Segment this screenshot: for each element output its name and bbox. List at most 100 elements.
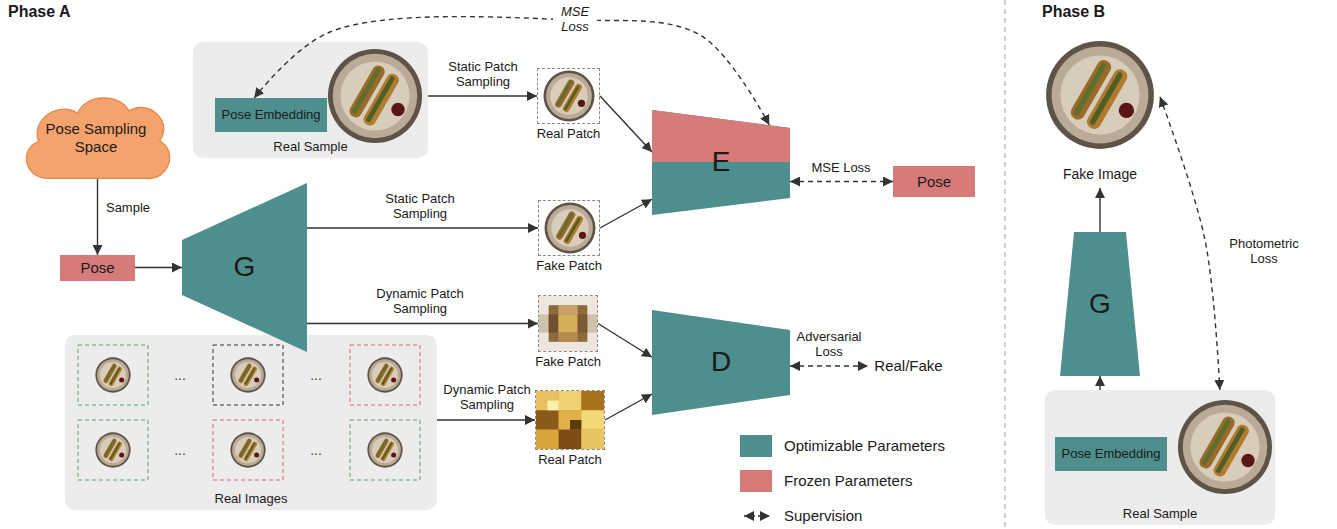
thumbnail-image [95, 357, 130, 392]
node-label: Pose Embedding [1061, 447, 1160, 462]
supervision-arrow [254, 17, 769, 125]
flow-arrow [605, 394, 652, 420]
connector-label: Static Patch Sampling [372, 192, 468, 222]
phase-divider [1004, 0, 1005, 529]
pixel-patch-image [536, 391, 604, 449]
connector-label: MSE Loss [553, 5, 597, 35]
real-sample-panel: Pose EmbeddingReal Sample [193, 42, 428, 158]
real-patch: Real Patch [537, 68, 600, 124]
node-label: Fake Image [1063, 166, 1137, 182]
supervision-arrow [790, 181, 893, 182]
flow-arrow [135, 267, 182, 268]
real-sample-panel: Pose EmbeddingReal Sample [1045, 390, 1275, 525]
connector-label: Photometric Loss [1227, 237, 1300, 267]
node-label: Real Patch [537, 127, 601, 142]
block-letter: E [712, 146, 731, 178]
thumbnail-frame [350, 345, 420, 405]
pose-embedding-box: Pose Embedding [1055, 437, 1167, 471]
node-label: Real Sample [1123, 507, 1197, 522]
food-plate-image [328, 49, 422, 143]
flow-arrow [1099, 188, 1100, 232]
block-letter: G [1089, 288, 1111, 320]
connector-label: Dynamic Patch Sampling [372, 287, 468, 317]
flow-arrow [307, 227, 538, 228]
legend-entry: Frozen Parameters [740, 469, 912, 493]
connector-label: MSE Loss [809, 161, 872, 176]
pose-embedding-box: Pose Embedding [215, 98, 327, 132]
flow-arrow [97, 179, 98, 255]
generator-block: G [182, 183, 307, 352]
panel-ground [1045, 390, 1275, 525]
legend-text: Supervision [784, 507, 862, 524]
pose-box: Pose [893, 166, 975, 197]
flow-arrow [307, 323, 538, 324]
pose-sampling-cloud: Pose Sampling Space [18, 90, 174, 185]
thumbnail-frame [78, 345, 148, 405]
flow-arrow [600, 199, 652, 228]
connector-label: Dynamic Patch Sampling [439, 383, 535, 413]
node-label: Real Sample [273, 140, 347, 155]
trapezoid-fill [182, 183, 307, 352]
thumbnail-image [367, 432, 402, 467]
phase-heading: Phase A [8, 3, 71, 21]
flow-arrow [428, 95, 537, 96]
fake-image: Fake Image [1040, 36, 1160, 188]
node-label: Pose Sampling Space [40, 120, 152, 155]
node-label: Pose [917, 173, 951, 190]
thumbnail-image [367, 357, 402, 392]
legend-text: Frozen Parameters [784, 472, 912, 489]
legend-text: Optimizable Parameters [784, 437, 945, 454]
flow-arrow [437, 419, 535, 420]
flow-arrow [600, 96, 652, 152]
encoder-block: E [652, 110, 790, 215]
node-label: Fake Patch [536, 259, 602, 274]
connector-label: Sample [104, 201, 152, 216]
thumbnail-image [230, 357, 265, 392]
trapezoid-fill [652, 310, 790, 415]
node-label: Pose Embedding [221, 108, 320, 123]
legend-swatch [740, 435, 772, 457]
food-plate-image [1178, 400, 1272, 494]
connector-label: Adversarial Loss [791, 330, 867, 360]
pixel-patch-image [539, 296, 597, 351]
flow-arrow [598, 324, 652, 358]
supervision-arrow [1160, 97, 1220, 390]
flow-arrow [1099, 376, 1100, 390]
trapezoid-fill [652, 110, 790, 215]
trapezoid-fill [1060, 232, 1140, 376]
supervision-arrow [790, 365, 868, 366]
phase-heading: Phase B [1042, 3, 1105, 21]
thumbnail-image [230, 432, 265, 467]
thumbnail-image [95, 432, 130, 467]
legend-swatch [740, 470, 772, 492]
real-image-thumbnails [78, 345, 420, 480]
legend-line-sample [740, 509, 774, 523]
ellipsis-mark: ... [174, 442, 186, 458]
real-images-panel: Real Images [65, 335, 437, 510]
thumbnail-frame [78, 420, 148, 480]
panel-ground [65, 335, 437, 510]
output-label: Real/Fake [868, 353, 949, 379]
fake-patch: Fake Patch [538, 295, 598, 352]
ellipsis-mark: ... [310, 442, 322, 458]
thumbnail-frame [213, 420, 283, 480]
food-plate-image [544, 71, 595, 122]
ellipsis-mark: ... [174, 367, 186, 383]
pose-box: Pose [60, 255, 135, 281]
thumbnail-frame [350, 420, 420, 480]
block-letter: G [234, 251, 256, 283]
node-label: Real Patch [538, 453, 602, 468]
ellipsis-mark: ... [310, 367, 322, 383]
food-plate-image [1046, 41, 1154, 149]
legend-entry: Optimizable Parameters [740, 434, 945, 458]
food-plate-image [545, 203, 596, 254]
discriminator-block: D [652, 310, 790, 415]
block-letter: D [711, 346, 731, 378]
node-label: Real/Fake [874, 357, 942, 374]
fake-patch: Fake Patch [538, 200, 600, 256]
cloud-outline [26, 98, 169, 178]
connector-label: Static Patch Sampling [435, 60, 531, 90]
